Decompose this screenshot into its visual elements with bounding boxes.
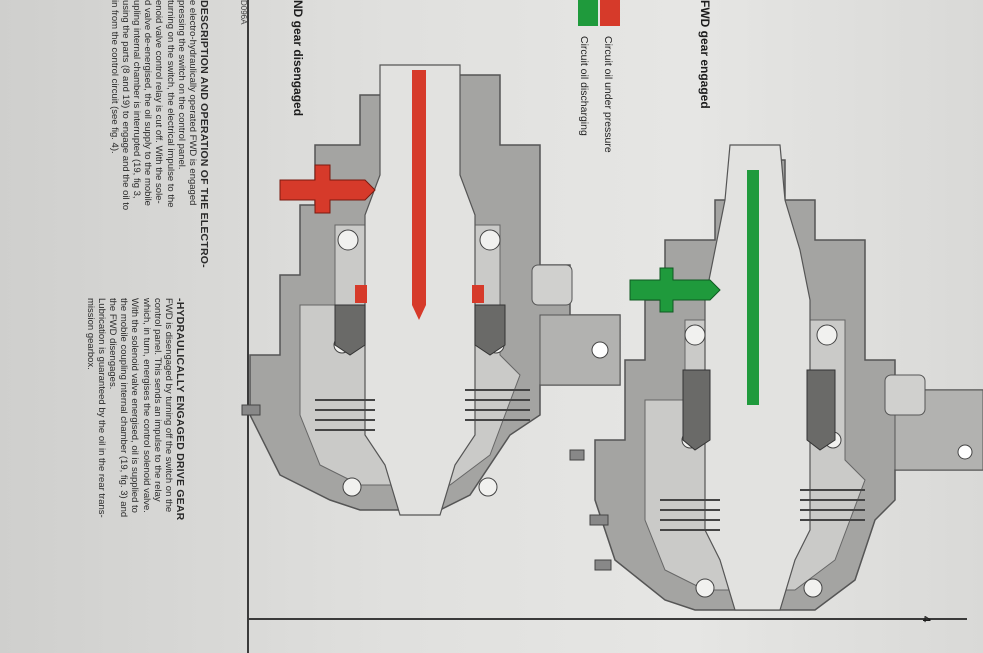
left-line: pressing the switch on the control panel… [175, 0, 187, 170]
pressure-chamber-left [355, 285, 367, 303]
right-line: With the solenoid valve energised, oil i… [129, 298, 141, 513]
solenoid-valve [531, 264, 621, 386]
coupling-sleeves [334, 304, 506, 356]
top-diagram-title: FWD gear engaged [698, 0, 712, 109]
discharge-inlet-fitting [629, 267, 721, 313]
right-line: which, in turn, energises the control so… [140, 298, 152, 513]
right-line: FWD is disengaged by turning off the swi… [163, 298, 174, 513]
left-heading: DESCRIPTION AND OPERATION OF THE ELECTRO… [198, 0, 210, 268]
right-line: mission gearbox. [84, 298, 96, 370]
pressure-inlet-fitting [279, 164, 376, 214]
diagram-fwd-engaged [589, 144, 983, 611]
solenoid-valve [884, 374, 983, 471]
margin-rule-bottom [247, 618, 967, 620]
left-text-column: DESCRIPTION AND OPERATION OF THE ELECTRO… [108, 0, 210, 300]
left-line: e electro-hydraulically operated FWD is … [187, 0, 198, 206]
right-line: the mobile coupling internal chamber (19… [118, 298, 130, 518]
clutch-plates [660, 489, 865, 531]
legend-swatch-pressure [600, 0, 620, 26]
left-line: enoid valve control relay is cut off. Wi… [153, 0, 165, 204]
pressure-channel-tip [412, 305, 426, 320]
pressure-chamber-right [472, 285, 484, 303]
discharge-channel [747, 170, 759, 405]
left-line: using the parts (8 and 19) to engage and… [119, 0, 131, 211]
right-line: control panel. This sends an impulse to … [151, 298, 163, 502]
right-line: Lubrication is guaranteed by the oil in … [95, 298, 107, 518]
left-paragraph: e electro-hydraulically operated FWD is … [108, 0, 198, 300]
coupling-sleeves [682, 369, 836, 451]
right-paragraph: FWD is disengaged by turning off the swi… [84, 298, 174, 628]
left-line: upling internal chamber is interrupted (… [130, 0, 142, 199]
margin-rule [247, 0, 249, 653]
diagram-fwd-disengaged [241, 64, 621, 516]
figure-code: D096A [239, 0, 248, 25]
left-line: turning on the switch, the electrical im… [164, 0, 176, 208]
bolts [241, 404, 585, 461]
left-line: d valve de-energised, the oil supply to … [142, 0, 154, 206]
bolts [589, 514, 612, 571]
right-heading: -HYDRAULICALLY ENGAGED DRIVE GEAR [174, 298, 186, 521]
right-line: the FWD disengages. [106, 298, 118, 390]
left-line: in from the control circuit (see fig. 4)… [108, 0, 120, 154]
legend-swatch-discharge [578, 0, 598, 26]
clutch-plates [315, 389, 530, 431]
pressure-channel [412, 70, 426, 305]
right-text-column: -HYDRAULICALLY ENGAGED DRIVE GEAR FWD is… [84, 298, 186, 628]
